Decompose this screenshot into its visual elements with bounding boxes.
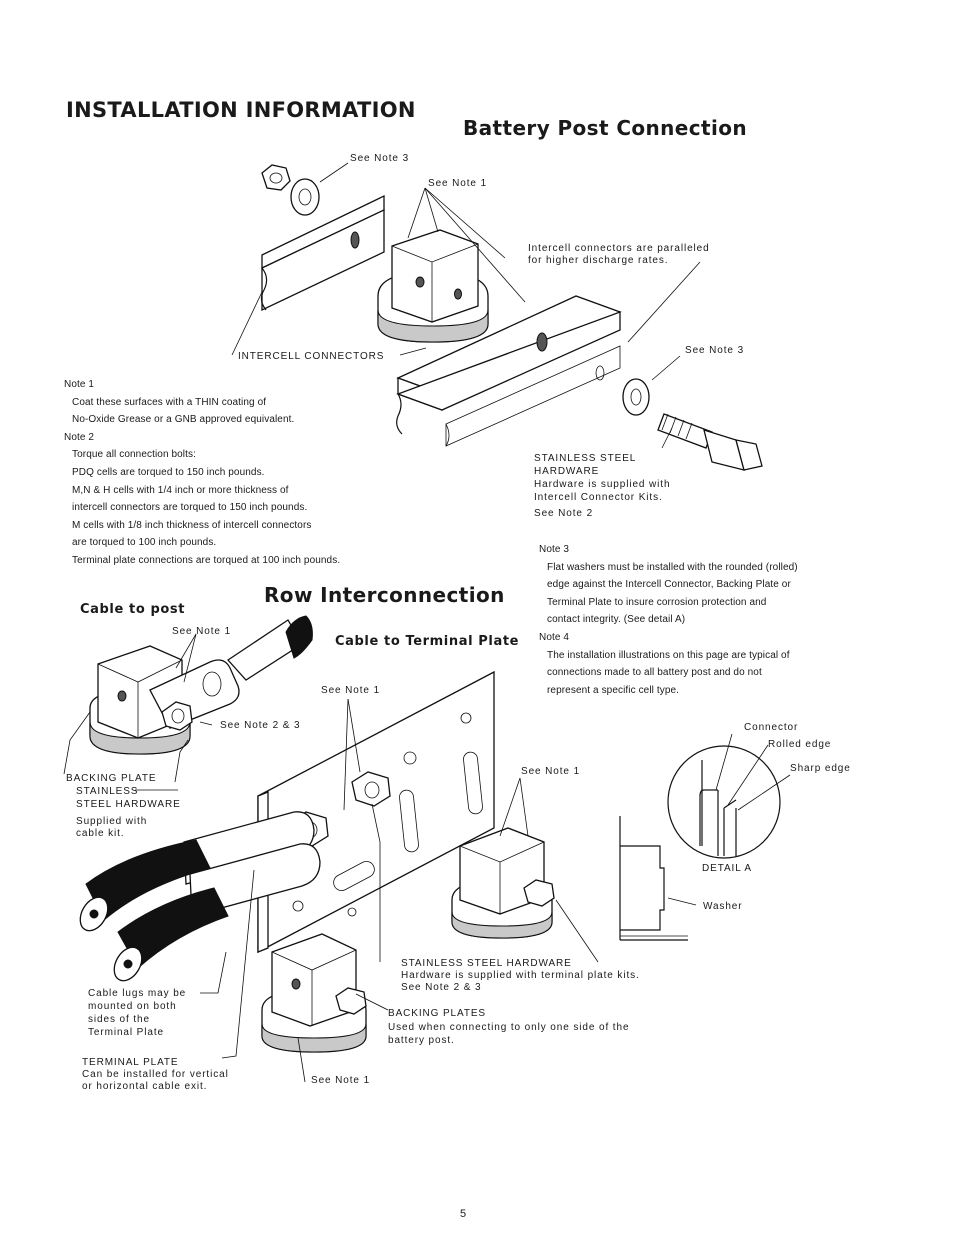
callout-see-note-1-plate: See Note 1 (321, 685, 381, 696)
notes-right: Note 3 Flat washers must be installed wi… (539, 541, 798, 699)
callout-backing-plates-1: BACKING PLATES (388, 1008, 486, 1019)
note-3-title: Note 3 (539, 544, 570, 555)
right-washer (622, 378, 650, 416)
note-3-line-4: contact integrity. (See detail A) (547, 614, 686, 626)
note-4-line-1: The installation illustrations on this p… (547, 649, 790, 661)
battery-post-leaders (231, 162, 701, 449)
callout-see-note-1-bottom: See Note 1 (311, 1075, 371, 1086)
callout-ssh-left-4: cable kit. (76, 828, 125, 839)
callout-cable-lugs-4: Terminal Plate (88, 1027, 164, 1038)
callout-ssh-bottom-3: See Note 2 & 3 (401, 982, 482, 993)
callout-ssh-top-5: See Note 2 (534, 508, 594, 519)
cable-to-terminal-plate-heading: Cable to Terminal Plate (335, 634, 520, 649)
detail-sharp-edge-label: Sharp edge (790, 763, 851, 774)
note-3-line-2: edge against the Intercell Connector, Ba… (547, 579, 791, 591)
callout-see-note-1-top: See Note 1 (428, 178, 488, 189)
callout-backing-plate: BACKING PLATE (66, 773, 157, 784)
detail-washer-label: Washer (703, 901, 743, 912)
callout-parallel-line-2: for higher discharge rates. (528, 255, 669, 266)
callout-ssh-top-1: STAINLESS STEEL (534, 453, 637, 464)
detail-a-magnifier (667, 745, 781, 859)
callout-cable-lugs-1: Cable lugs may be (88, 988, 187, 999)
note-2-line-3: M,N & H cells with 1/4 inch or more thic… (72, 484, 289, 496)
callout-cable-lugs-2: mounted on both (88, 1001, 177, 1012)
callout-see-note-3-right: See Note 3 (685, 345, 745, 356)
callout-ssh-left-1: STAINLESS (76, 786, 139, 797)
upper-intercell-connector (260, 194, 385, 312)
note-2-line-6: are torqued to 100 inch pounds. (72, 537, 217, 549)
note-2-line-7: Terminal plate connections are torqued a… (72, 554, 341, 566)
callout-terminal-plate-2: Can be installed for vertical (82, 1069, 229, 1080)
callout-see-note-1-cable: See Note 1 (172, 626, 232, 637)
note-4-line-3: represent a specific cell type. (547, 684, 680, 696)
note-2-line-1: Torque all connection bolts: (72, 449, 196, 461)
callout-cable-lugs-3: sides of the (88, 1014, 150, 1025)
top-battery-post (377, 229, 489, 343)
note-4-title: Note 4 (539, 631, 570, 643)
cable-to-post-heading: Cable to post (80, 602, 186, 617)
cable-to-post-assembly (89, 615, 313, 755)
callout-terminal-plate-1: TERMINAL PLATE (82, 1057, 179, 1068)
callout-parallel-line-1: Intercell connectors are paralleled (528, 243, 710, 254)
callout-backing-plates-3: battery post. (388, 1035, 455, 1046)
note-2-line-2: PDQ cells are torqued to 150 inch pounds… (72, 466, 265, 478)
detail-a-label: DETAIL A (702, 863, 752, 874)
note-2-line-5: M cells with 1/8 inch thickness of inter… (72, 519, 312, 531)
page-number: 5 (460, 1208, 467, 1220)
callout-ssh-bottom-1: STAINLESS STEEL HARDWARE (401, 958, 572, 969)
callout-ssh-left-3: Supplied with (76, 816, 148, 827)
callout-ssh-top-2: HARDWARE (534, 466, 600, 477)
note-1-line-2: No-Oxide Grease or a GNB approved equiva… (72, 414, 295, 426)
callout-see-note-1-cell: See Note 1 (521, 766, 581, 777)
callout-intercell-connectors: INTERCELL CONNECTORS (238, 351, 385, 362)
top-bolt (657, 413, 763, 471)
top-nut (261, 164, 291, 191)
callout-backing-plates-2: Used when connecting to only one side of… (388, 1022, 630, 1033)
callout-see-note-2-3-cable: See Note 2 & 3 (220, 720, 301, 731)
note-2-title: Note 2 (64, 431, 95, 443)
row-interconnection-heading: Row Interconnection (264, 583, 505, 607)
callout-see-note-3-top: See Note 3 (350, 153, 410, 164)
battery-post-heading: Battery Post Connection (463, 116, 748, 140)
notes-left: Note 1 Coat these surfaces with a THIN c… (64, 376, 340, 570)
top-washer (290, 178, 320, 216)
note-4-line-2: connections made to all battery post and… (547, 667, 762, 679)
note-1-title: Note 1 (64, 379, 95, 390)
callout-ssh-top-3: Hardware is supplied with (534, 479, 671, 490)
note-2-line-4: intercell connectors are torqued to 150 … (72, 502, 308, 514)
lower-intercell-connector (396, 295, 622, 447)
callout-ssh-top-4: Intercell Connector Kits. (534, 492, 663, 503)
bottom-cell-post (261, 933, 367, 1053)
detail-rolled-edge-label: Rolled edge (768, 739, 832, 750)
right-cell-post (451, 827, 555, 939)
section-title: INSTALLATION INFORMATION (66, 98, 416, 122)
detail-a-section (619, 816, 688, 941)
terminal-cables (79, 811, 321, 982)
callout-ssh-left-2: STEEL HARDWARE (76, 799, 181, 810)
note-1-line-1: Coat these surfaces with a THIN coating … (72, 396, 267, 408)
note-3-line-1: Flat washers must be installed with the … (547, 561, 798, 573)
callout-terminal-plate-3: or horizontal cable exit. (82, 1081, 208, 1092)
note-3-line-3: Terminal Plate to insure corrosion prote… (547, 596, 767, 608)
detail-connector-label: Connector (744, 722, 799, 733)
row-interconnection-leaders (63, 633, 791, 1083)
callout-ssh-bottom-2: Hardware is supplied with terminal plate… (401, 970, 640, 981)
